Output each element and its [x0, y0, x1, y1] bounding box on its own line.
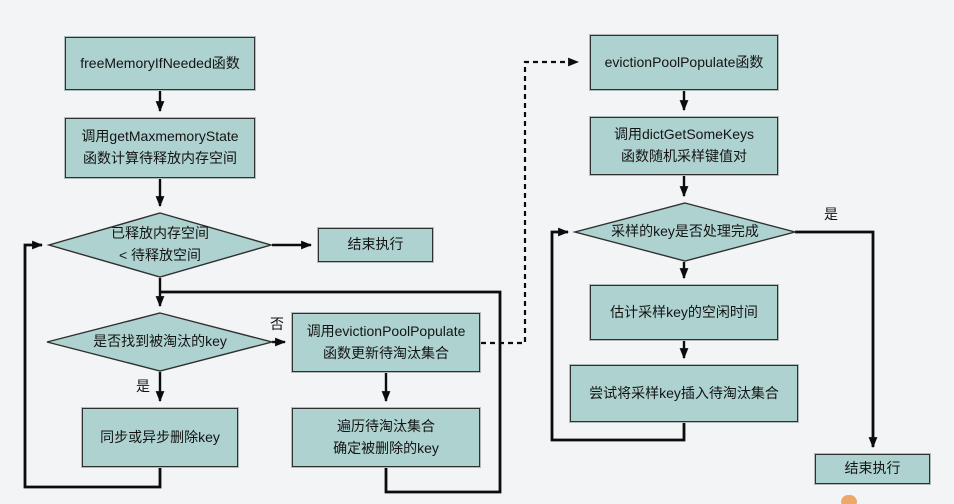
node-try-insert-pool: 尝试将采样key插入待淘汰集合: [570, 365, 798, 422]
decision-released-shape: [46, 212, 274, 278]
edge-label-yes-left: 是: [136, 378, 150, 394]
node-call-eviction-pool-populate: 调用evictionPoolPopulate 函数更新待淘汰集合: [292, 313, 480, 372]
node-end-right: 结束执行: [815, 454, 930, 484]
edge-delete-loop-to-releasedcheck: [23, 240, 162, 489]
edge-sampledcheck-yes-to-endright: [795, 230, 878, 449]
node-sync-async-delete: 同步或异步删除key: [82, 408, 238, 467]
edge-label-no: 否: [270, 316, 284, 332]
decision-released-label: 已释放内存空间 < 待释放空间: [111, 225, 209, 263]
node-dict-get-some-keys: 调用dictGetSomeKeys 函数随机采样键值对: [590, 117, 778, 175]
edge-label-yes-right: 是: [824, 206, 838, 222]
decision-sampled-label: 采样的key是否处理完成: [611, 223, 759, 240]
node-traverse-pool: 遍历待淘汰集合 确定被删除的key: [292, 408, 480, 467]
edge-traverse-loop-to-foundcheck: [161, 290, 502, 494]
decision-found-key-label: 是否找到被淘汰的key: [93, 333, 227, 350]
node-get-maxmemory-state: 调用getMaxmemoryState 函数计算待释放内存空间: [65, 118, 255, 178]
edge-tryinsert-loop-to-sampledcheck: [550, 227, 686, 442]
edge-dashed-to-evictionpoolpopulate: [481, 57, 580, 345]
node-eviction-pool-populate: evictionPoolPopulate函数: [590, 35, 778, 90]
node-estimate-idle-time: 估计采样key的空闲时间: [590, 285, 778, 340]
watermark-fragment: [841, 495, 857, 504]
node-end-left: 结束执行: [318, 228, 433, 262]
decision-sampled-shape: [572, 202, 798, 262]
decision-found-key-shape: [46, 312, 275, 372]
node-free-memory-if-needed: freeMemoryIfNeeded函数: [65, 37, 255, 90]
